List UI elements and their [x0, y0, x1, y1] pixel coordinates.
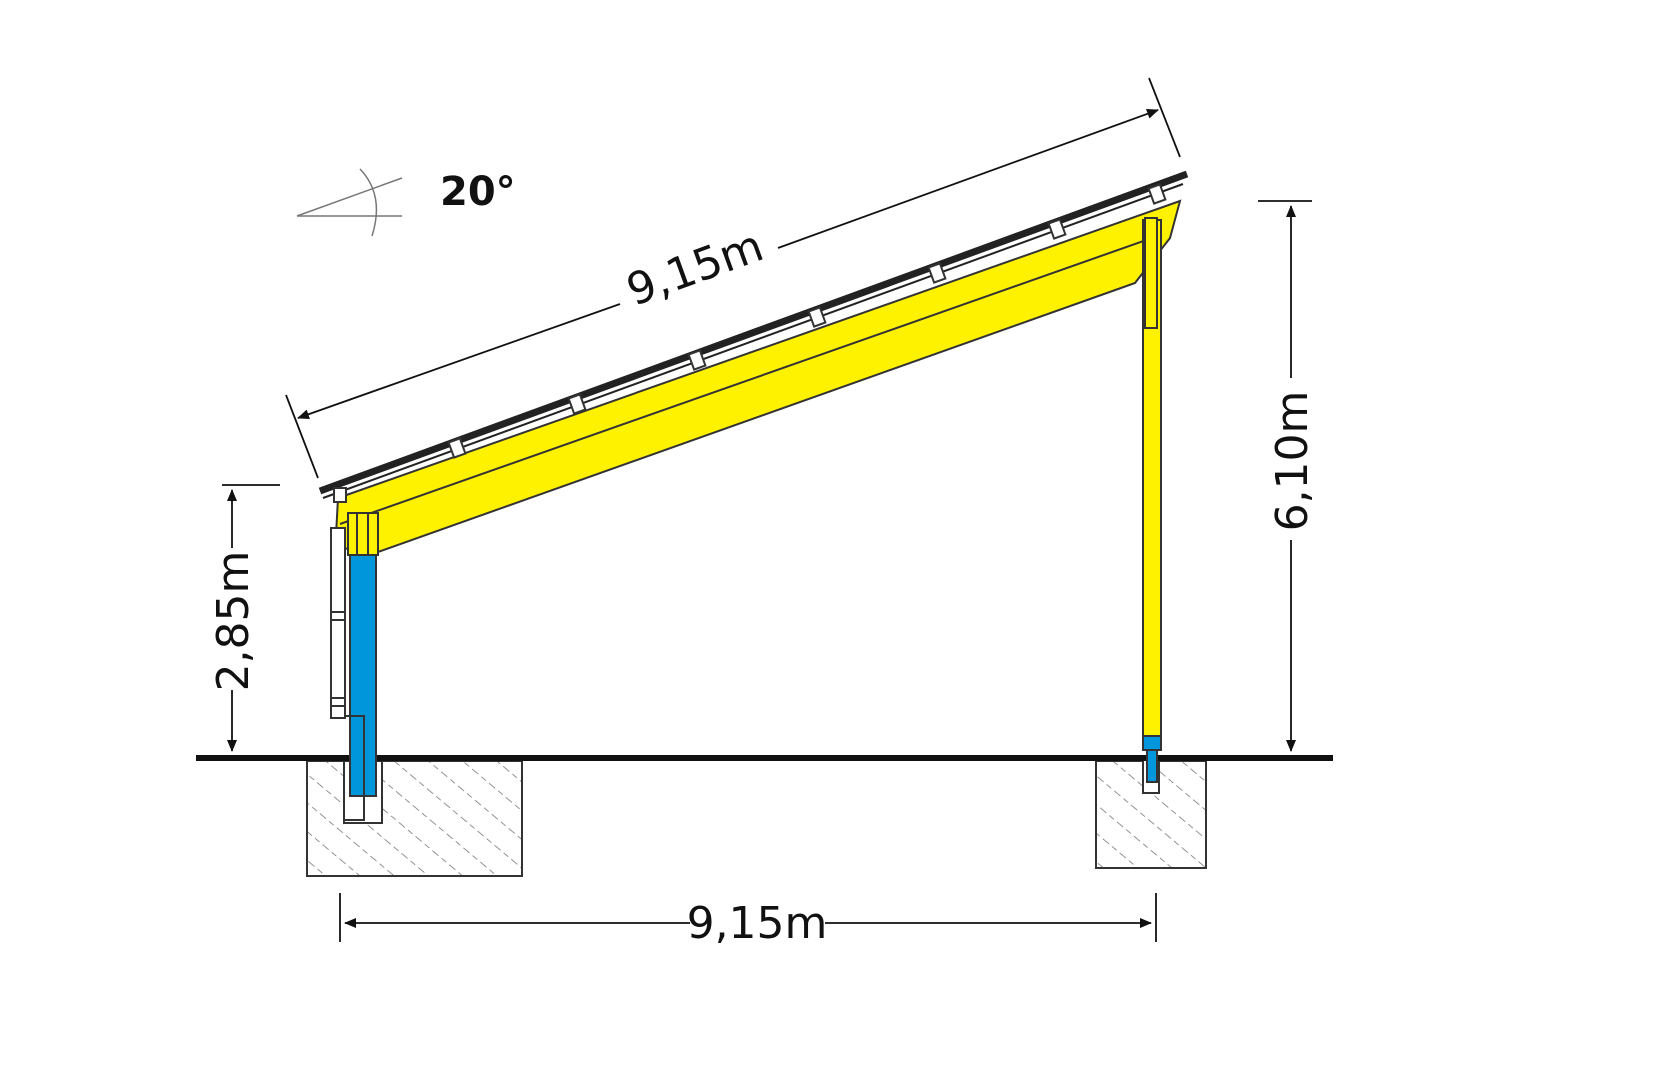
right-column: [1142, 217, 1162, 783]
span-length-label: 9,15m: [687, 898, 828, 949]
angle-label: 20°: [440, 169, 516, 215]
high-height-dimension: [1258, 200, 1312, 752]
slope-dimension: [285, 77, 1181, 479]
low-height-label: 2,85m: [208, 551, 259, 692]
left-column: [344, 512, 379, 821]
high-height-label: 6,10m: [1267, 391, 1318, 532]
angle-indicator: [296, 168, 403, 237]
roof-purlins: [447, 183, 1167, 459]
left-side-cladding: [330, 487, 347, 719]
low-height-dimension: [222, 484, 280, 752]
left-footing: [306, 760, 523, 877]
roof-panel: [318, 170, 1189, 499]
span-dimension: [339, 893, 1157, 942]
slope-length-label: 9,15m: [620, 220, 770, 316]
